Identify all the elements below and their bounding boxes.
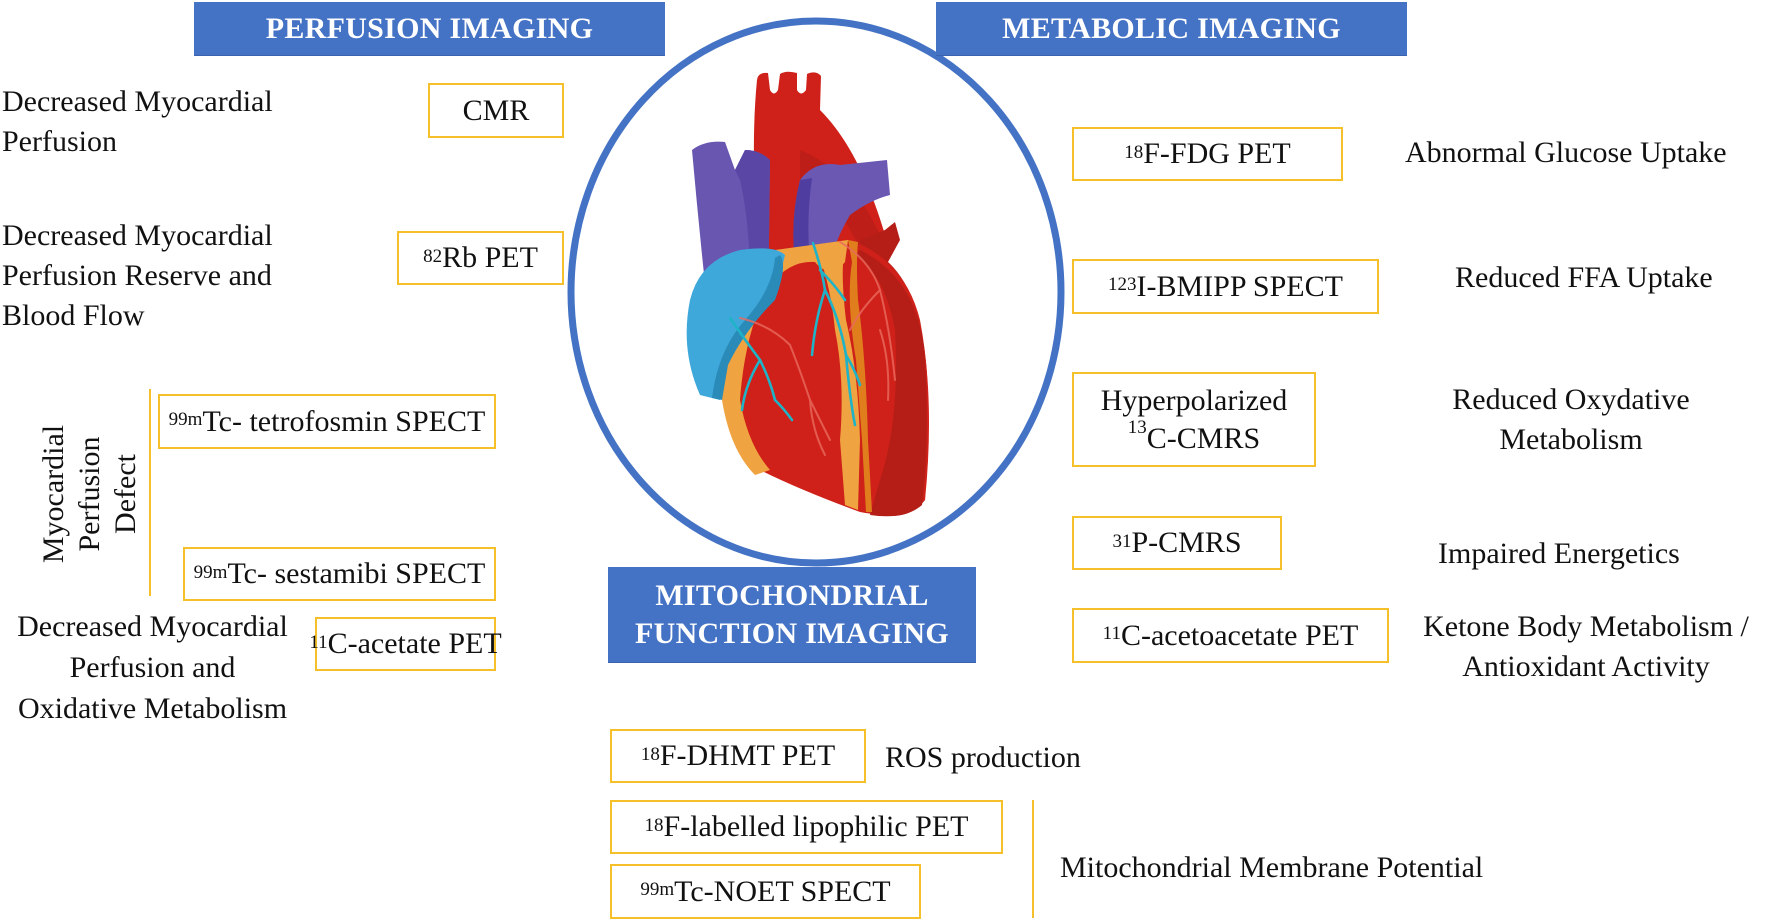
finding-line: Impaired Energetics [1438, 537, 1680, 570]
modality-label: Rb PET [442, 241, 538, 274]
modality-label: Tc- tetrofosmin SPECT [202, 404, 486, 438]
finding-line: Oxidative Metabolism [17, 692, 288, 725]
perfusion-imaging-header: PERFUSION IMAGING [194, 2, 665, 56]
finding-line: Antioxidant Activity [1462, 650, 1710, 683]
modality-label: Tc-NOET SPECT [674, 874, 891, 908]
modality-label: C-acetoacetate PET [1120, 618, 1359, 652]
finding-line: Perfusion Reserve and [2, 259, 272, 292]
finding-impaired-energetics: Impaired Energetics [1438, 534, 1680, 574]
isotope-superscript: 18 [1124, 141, 1144, 163]
finding-glucose-uptake: Abnormal Glucose Uptake [1405, 133, 1727, 173]
modality-label: C-CMRS [1146, 421, 1261, 455]
metabolic-imaging-header: METABOLIC IMAGING [936, 2, 1407, 56]
mitochondrial-title-line2: FUNCTION IMAGING [635, 616, 949, 650]
finding-line: Blood Flow [2, 299, 145, 332]
perfusion-imaging-title: PERFUSION IMAGING [265, 11, 594, 45]
center-circle [567, 17, 1065, 567]
modality-label: C-acetate PET [327, 627, 502, 660]
finding-line: Reduced Oxydative [1452, 383, 1690, 416]
finding-membrane-potential: Mitochondrial Membrane Potential [1060, 848, 1483, 888]
isotope-superscript: 82 [423, 245, 443, 267]
modality-label: CMR [462, 93, 530, 127]
membrane-potential-bracket [1032, 800, 1034, 918]
group-label-line: Myocardial [37, 424, 70, 564]
isotope-superscript: 99m [640, 879, 675, 900]
isotope-superscript: 11 [1102, 623, 1121, 644]
mitochondrial-imaging-header: MITOCHONDRIAL FUNCTION IMAGING [608, 567, 976, 663]
group-label-line: Defect [109, 454, 142, 534]
finding-ros-production: ROS production [885, 738, 1081, 778]
modality-label: Tc- sestamibi SPECT [227, 557, 486, 590]
modality-label: F-labelled lipophilic PET [663, 810, 969, 843]
group-label-perfusion-defect: Myocardial Perfusion Defect [36, 394, 144, 594]
finding-line: Decreased Myocardial [17, 610, 288, 643]
finding-line: Decreased Myocardial [2, 85, 273, 118]
finding-ketone-body: Ketone Body Metabolism / Antioxidant Act… [1400, 607, 1772, 687]
heart-icon [686, 71, 929, 517]
finding-line: Decreased Myocardial [2, 219, 273, 252]
mitochondrial-title-line1: MITOCHONDRIAL [655, 578, 929, 612]
modality-prefix: Hyperpolarized [1100, 383, 1288, 417]
finding-line: Ketone Body Metabolism / [1423, 610, 1749, 643]
modality-box-hyperpolarized-c13: Hyperpolarized 13C-CMRS [1072, 372, 1316, 467]
finding-line: Reduced FFA Uptake [1455, 261, 1713, 294]
isotope-superscript: 123 [1108, 274, 1137, 295]
finding-line: Abnormal Glucose Uptake [1405, 136, 1727, 169]
isotope-superscript: 18 [644, 814, 664, 836]
finding-line: ROS production [885, 741, 1081, 774]
modality-label: P-CMRS [1131, 526, 1242, 559]
finding-oxidative-metabolism: Reduced Oxydative Metabolism [1431, 380, 1711, 460]
group-label-line: Perfusion [73, 436, 106, 552]
perfusion-defect-bracket [149, 389, 151, 596]
isotope-superscript: 11 [309, 631, 328, 653]
isotope-superscript: 18 [640, 743, 660, 765]
metabolic-imaging-title: METABOLIC IMAGING [1002, 11, 1341, 45]
finding-perfusion-reserve: Decreased Myocardial Perfusion Reserve a… [2, 216, 273, 336]
modality-box-cmr: CMR [428, 83, 564, 138]
isotope-superscript: 13 [1127, 416, 1147, 438]
finding-line: Perfusion [2, 125, 117, 158]
finding-line: Mitochondrial Membrane Potential [1060, 851, 1484, 884]
finding-ffa-uptake: Reduced FFA Uptake [1455, 258, 1713, 298]
isotope-superscript: 99m [168, 409, 203, 430]
finding-decreased-perfusion: Decreased Myocardial Perfusion [2, 82, 273, 162]
isotope-superscript: 99m [193, 561, 228, 583]
finding-line: Metabolism [1499, 423, 1643, 456]
modality-label: F-DHMT PET [659, 739, 836, 772]
modality-label: F-FDG PET [1143, 137, 1291, 170]
finding-perfusion-oxidative: Decreased Myocardial Perfusion and Oxida… [0, 606, 305, 729]
modality-label: I-BMIPP SPECT [1136, 269, 1343, 303]
modality-line: 13C-CMRS [1127, 416, 1261, 458]
finding-line: Perfusion and [69, 651, 236, 684]
isotope-superscript: 31 [1112, 530, 1132, 552]
